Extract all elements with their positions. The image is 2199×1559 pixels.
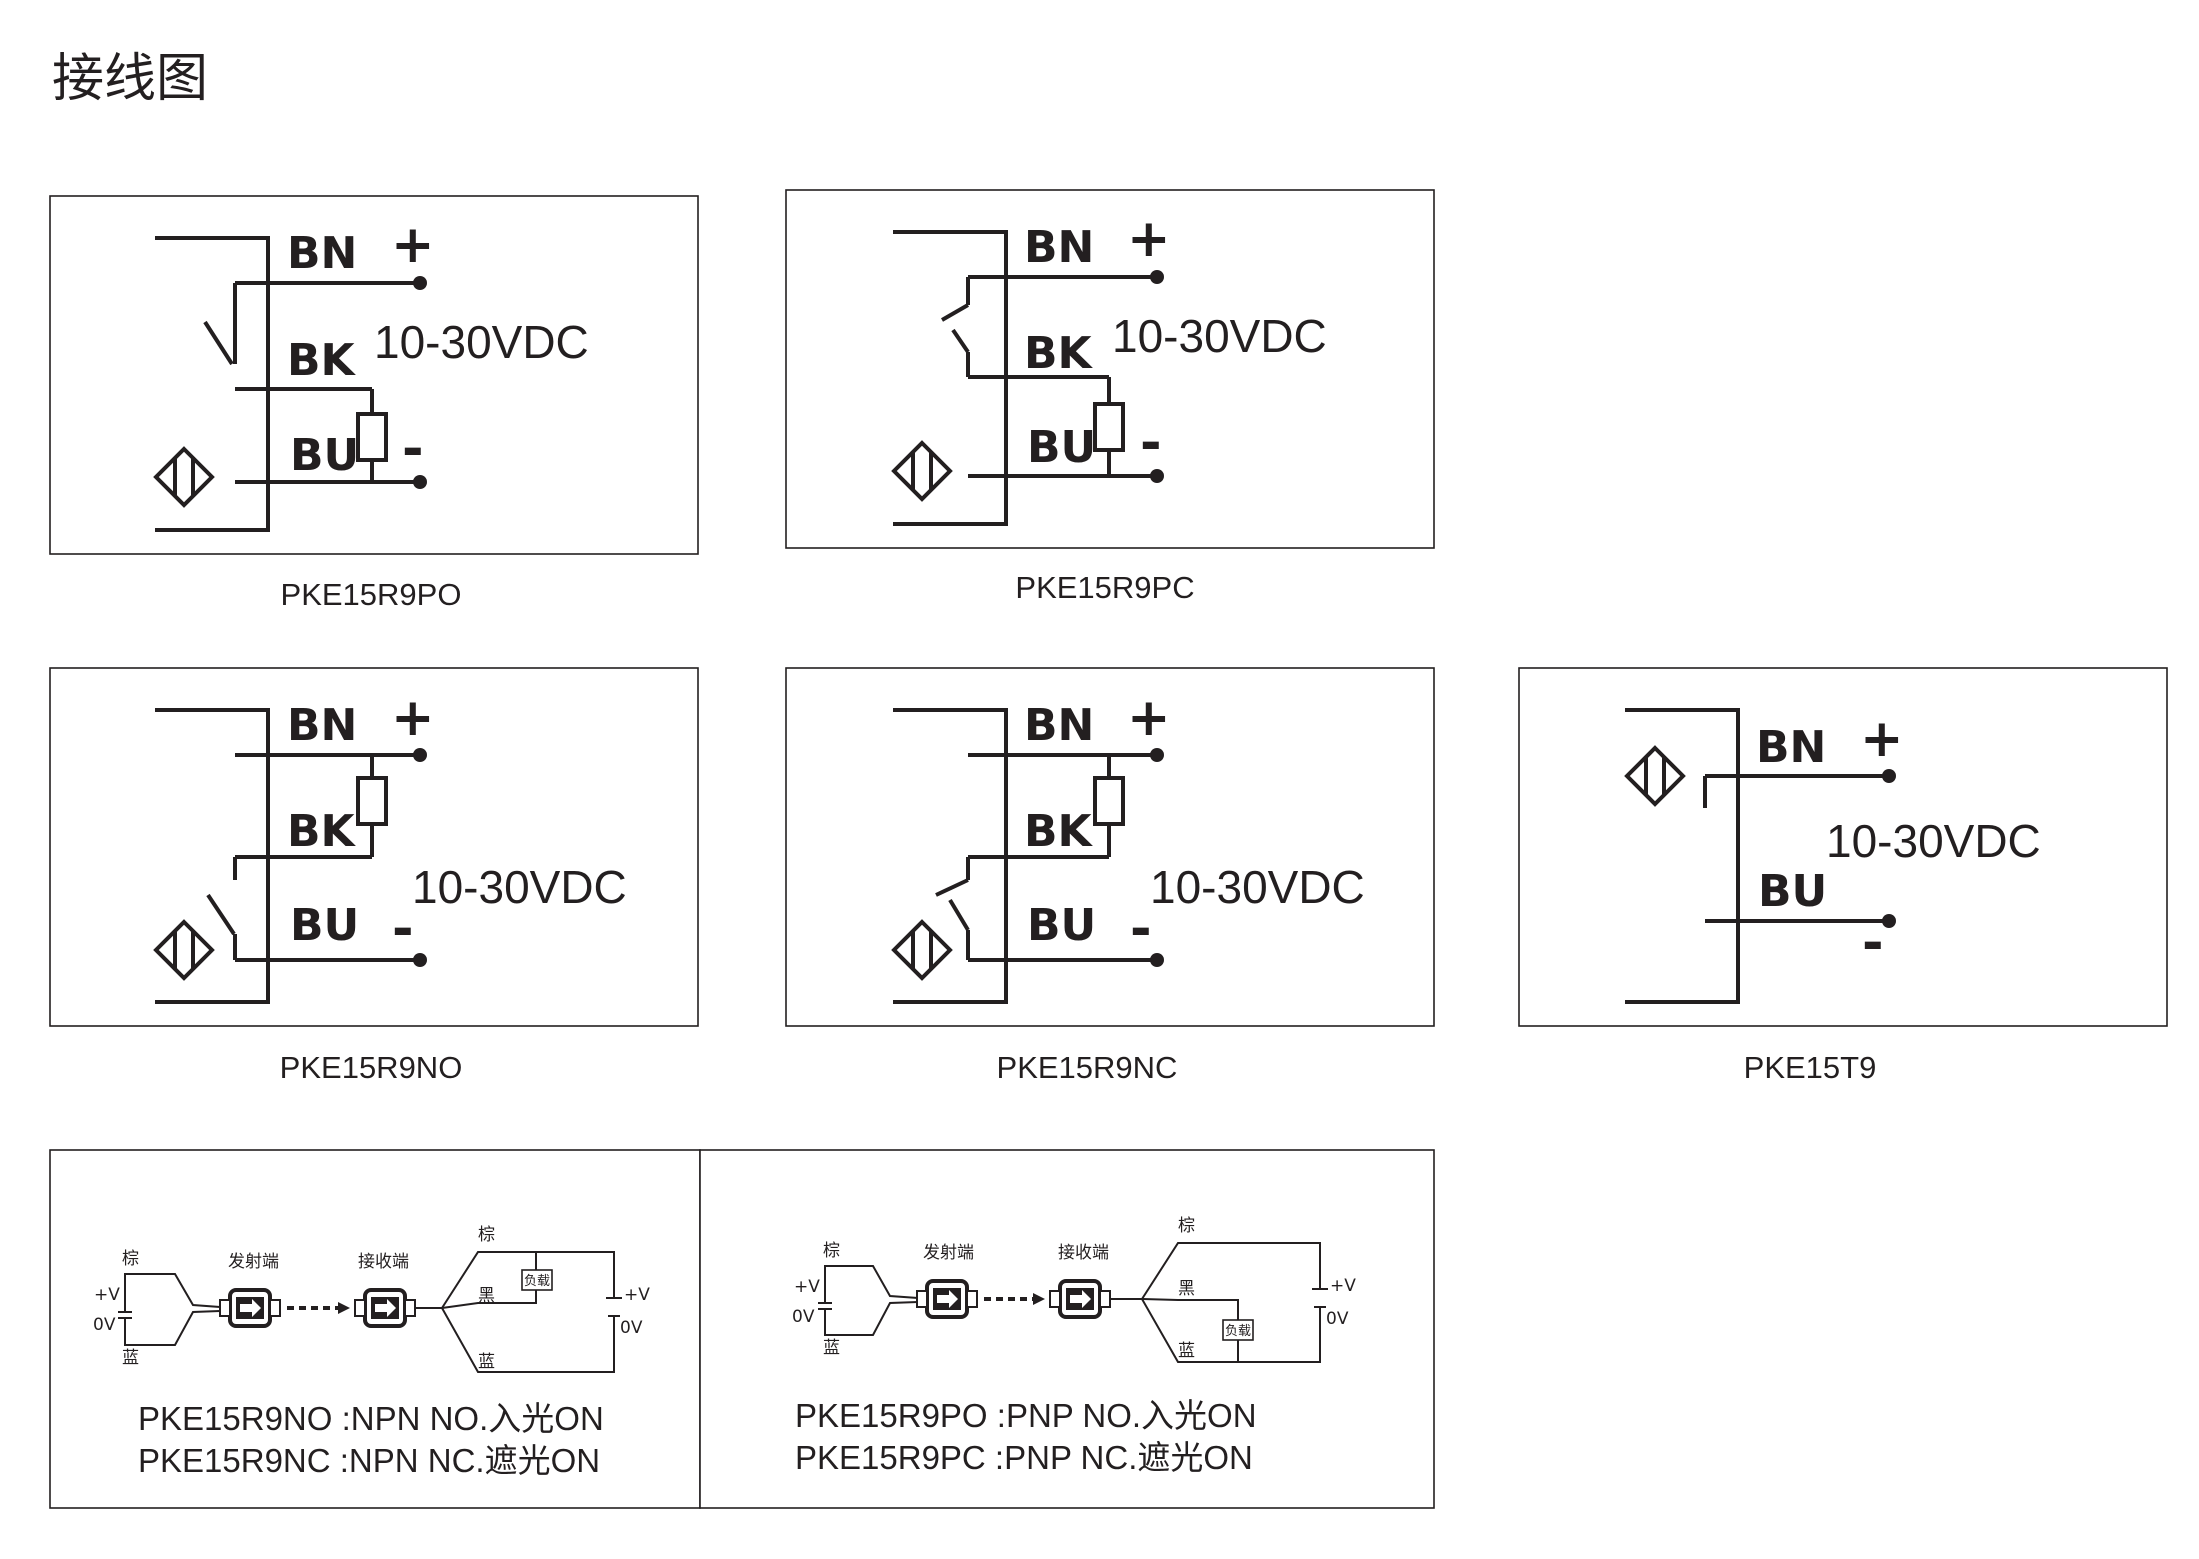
label-load: 负载 [1225, 1324, 1251, 1339]
label-black: 黑 [1178, 1279, 1195, 1299]
emitter-head-icon [218, 1288, 282, 1328]
label-vplus: +V [1330, 1276, 1356, 1296]
label-supply: 10-30VDC [1826, 815, 2041, 867]
terminal-dot [413, 475, 427, 489]
model-label: PKE15R9PC [1015, 570, 1194, 605]
label-bn: BN [287, 228, 357, 279]
label-bn: BN [1024, 222, 1094, 273]
label-supply: 10-30VDC [1150, 861, 1365, 913]
label-minus: - [402, 419, 424, 479]
label-emitter: 发射端 [923, 1243, 974, 1263]
model-label: PKE15R9PO [281, 577, 462, 612]
model-label: PKE15T9 [1744, 1050, 1877, 1085]
label-0v: 0V [620, 1318, 643, 1338]
label-blue: 蓝 [823, 1338, 840, 1358]
panel-pke15r9nc: BN + BK 10-30VDC BU - PKE15R9NC [785, 667, 1435, 1085]
label-minus: - [392, 899, 414, 959]
label-plus: + [1127, 688, 1171, 748]
label-brown: 棕 [122, 1249, 139, 1269]
label-plus: + [391, 688, 435, 748]
label-supply: 10-30VDC [374, 316, 589, 368]
description-line: PKE15R9NO :NPN NO.入光ON [138, 1400, 604, 1437]
label-brown: 棕 [1178, 1216, 1195, 1236]
label-bu: BU [1027, 900, 1096, 951]
label-bn: BN [287, 700, 357, 751]
label-black: 黑 [478, 1286, 495, 1306]
label-bn: BN [1756, 722, 1826, 773]
receiver-head-icon [1048, 1279, 1112, 1319]
label-plus: + [391, 215, 435, 275]
terminal-dot [1882, 914, 1896, 928]
label-receiver: 接收端 [1058, 1243, 1109, 1263]
label-minus: - [1862, 913, 1884, 973]
label-plus: + [1860, 709, 1904, 769]
load-resistor [356, 776, 388, 826]
label-blue: 蓝 [122, 1348, 139, 1368]
emitter-head-icon [915, 1279, 979, 1319]
panel-frame [1518, 667, 2168, 1027]
label-supply: 10-30VDC [1112, 310, 1327, 362]
terminal-dot [1150, 469, 1164, 483]
terminal-dot [1150, 953, 1164, 967]
panel-frame [699, 1149, 1435, 1509]
label-supply: 10-30VDC [412, 861, 627, 913]
terminal-dot [1150, 270, 1164, 284]
label-bu: BU [290, 900, 359, 951]
label-bn: BN [1024, 700, 1094, 751]
label-minus: - [1130, 899, 1152, 959]
model-label: PKE15R9NC [997, 1050, 1178, 1085]
description-line: PKE15R9PO :PNP NO.入光ON [795, 1397, 1257, 1434]
label-bu: BU [1027, 422, 1096, 473]
label-bk: BK [287, 335, 357, 386]
label-load: 负载 [524, 1274, 550, 1289]
label-brown: 棕 [478, 1225, 495, 1245]
terminal-dot [413, 748, 427, 762]
panel-npn-beam-wiring: 棕 蓝 +V 0V 发射端 接收端 负载 棕 黑 蓝 +V 0V PKE15R9… [49, 1149, 701, 1509]
label-bk: BK [1024, 806, 1094, 857]
page-title: 接线图 [52, 49, 208, 109]
panel-pke15r9pc: BN + BK 10-30VDC BU - PKE15R9PC [785, 189, 1435, 605]
panel-frame [785, 189, 1435, 549]
load-resistor [1093, 402, 1125, 452]
panel-pke15t9: BN + 10-30VDC BU - PKE15T9 [1518, 667, 2168, 1085]
label-brown: 棕 [823, 1241, 840, 1261]
terminal-dot [1150, 748, 1164, 762]
panel-pnp-beam-wiring: 棕 蓝 +V 0V 发射端 接收端 负载 棕 黑 蓝 +V 0V PKE15R9… [699, 1149, 1435, 1509]
label-plus: + [1127, 209, 1171, 269]
label-0v: 0V [1326, 1309, 1349, 1329]
panel-pke15r9po: BN + BK 10-30VDC BU - PKE15R9PO [49, 195, 699, 612]
label-blue: 蓝 [1178, 1341, 1195, 1361]
panel-frame [49, 1149, 701, 1509]
description-line: PKE15R9PC :PNP NC.遮光ON [795, 1439, 1253, 1476]
load-resistor [1093, 776, 1125, 826]
load-resistor [356, 412, 388, 462]
label-receiver: 接收端 [358, 1252, 409, 1272]
label-bu: BU [1758, 866, 1827, 917]
label-bk: BK [287, 806, 357, 857]
description-line: PKE15R9NC :NPN NC.遮光ON [138, 1442, 600, 1479]
label-vplus: +V [624, 1285, 650, 1305]
terminal-dot [413, 276, 427, 290]
label-emitter: 发射端 [228, 1252, 279, 1272]
label-blue: 蓝 [478, 1352, 495, 1372]
label-0v: 0V [792, 1307, 815, 1327]
label-minus: - [1140, 413, 1162, 473]
label-bk: BK [1024, 328, 1094, 379]
label-bu: BU [290, 430, 359, 481]
label-vplus: +V [794, 1277, 820, 1297]
terminal-dot [413, 953, 427, 967]
receiver-head-icon [353, 1288, 417, 1328]
panel-pke15r9no: BN + BK 10-30VDC BU - PKE15R9NO [49, 667, 699, 1085]
beam-arrow-icon [338, 1302, 350, 1314]
terminal-dot [1882, 769, 1896, 783]
panel-frame [49, 195, 699, 555]
label-0v: 0V [93, 1315, 116, 1335]
label-vplus: +V [94, 1285, 120, 1305]
model-label: PKE15R9NO [280, 1050, 463, 1085]
beam-arrow-icon [1033, 1293, 1045, 1305]
